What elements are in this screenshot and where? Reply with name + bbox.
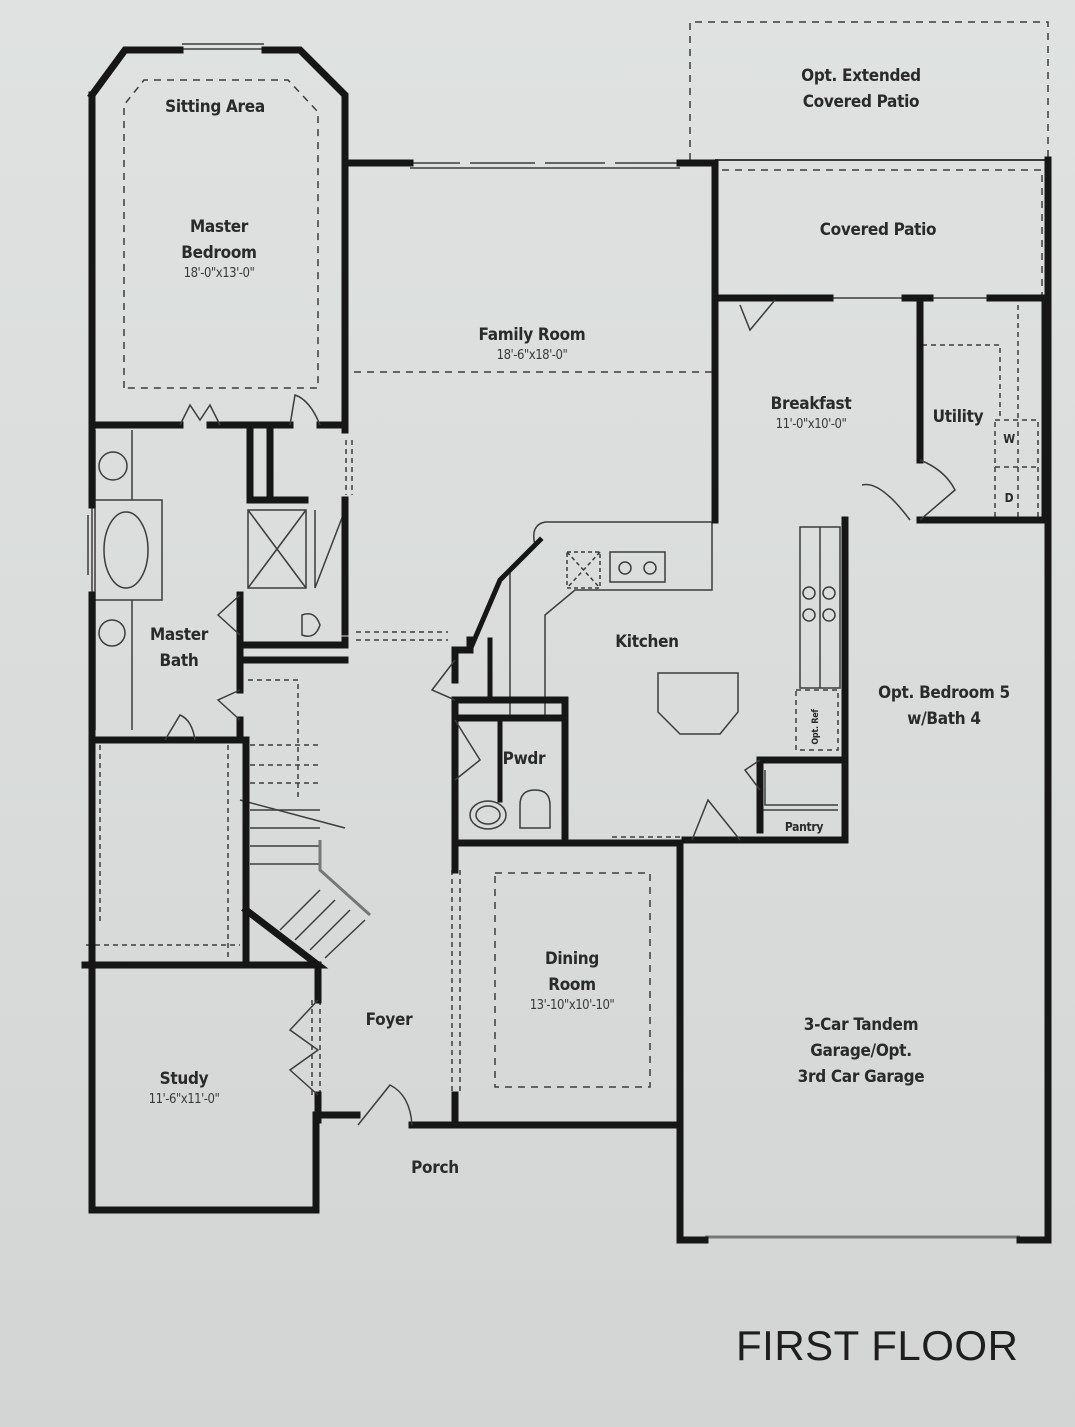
room-name: Room [548, 975, 596, 995]
opt-extended-patio-outline [689, 21, 1049, 160]
room-name: Foyer [365, 1010, 413, 1030]
room-name: Garage/Opt. [810, 1041, 912, 1061]
room-label-opt-extended-patio: Opt. Extended Covered Patio [801, 63, 921, 115]
room-label-garage: 3-Car Tandem Garage/Opt. 3rd Car Garage [798, 1012, 925, 1090]
room-name: 3-Car Tandem [803, 1015, 919, 1035]
room-label-breakfast: Breakfast 11'-0"x10'-0" [771, 391, 852, 432]
room-name: Family Room [478, 325, 586, 345]
room-name: Bath [159, 651, 199, 671]
room-name: w/Bath 4 [907, 709, 981, 729]
dryer-text: D [1004, 491, 1014, 505]
room-name: Bedroom [181, 243, 257, 263]
dryer-label: D [1005, 491, 1014, 505]
room-name: Kitchen [615, 632, 679, 652]
room-label-porch: Porch [411, 1155, 459, 1181]
room-label-study: Study 11'-6"x11'-0" [149, 1066, 220, 1107]
room-name: Covered Patio [802, 92, 920, 112]
room-label-master-bath: Master Bath [150, 622, 208, 674]
room-name: Sitting Area [165, 97, 265, 117]
room-name: Utility [932, 407, 984, 427]
room-dimensions: 11'-6"x11'-0" [148, 1092, 220, 1107]
room-name: Breakfast [770, 394, 852, 414]
room-dimensions: 18'-6"x18'-0" [496, 348, 568, 363]
pantry-label: Pantry [784, 820, 824, 834]
room-label-covered-patio: Covered Patio [820, 217, 937, 243]
room-dimensions: 18'-0"x13'-0" [183, 266, 255, 281]
room-name: Opt. Extended [801, 66, 921, 86]
room-label-master-bedroom: Master Bedroom 18'-0"x13'-0" [181, 214, 257, 281]
room-name: Master [189, 217, 249, 237]
room-label-sitting-area: Sitting Area [165, 94, 265, 120]
opt-ref-label: Opt. Ref [803, 709, 829, 744]
room-label-powder: Pwdr [503, 746, 546, 772]
room-name: Covered Patio [819, 220, 937, 240]
room-label-family-room: Family Room 18'-6"x18'-0" [479, 322, 586, 363]
room-name: 3rd Car Garage [797, 1067, 925, 1087]
room-name: Opt. Bedroom 5 [878, 683, 1010, 703]
room-name: Dining [544, 949, 600, 969]
washer-label: W [1003, 432, 1015, 446]
room-label-kitchen: Kitchen [615, 629, 679, 655]
room-name: Study [159, 1069, 209, 1089]
room-label-foyer: Foyer [366, 1007, 413, 1033]
room-label-utility: Utility [933, 404, 984, 430]
room-name: Pwdr [502, 749, 546, 769]
washer-text: W [1003, 432, 1015, 446]
room-name: Porch [411, 1158, 459, 1178]
pantry-text: Pantry [784, 820, 824, 834]
room-name: Master [149, 625, 209, 645]
room-label-dining-room: Dining Room 13'-10"x10'-10" [530, 946, 615, 1013]
room-dimensions: 13'-10"x10'-10" [529, 998, 615, 1013]
room-dimensions: 11'-0"x10'-0" [775, 417, 847, 432]
opt-ref-text: Opt. Ref [811, 709, 821, 745]
floor-title: FIRST FLOOR [736, 1322, 1019, 1369]
room-label-opt-bedroom-5: Opt. Bedroom 5 w/Bath 4 [878, 680, 1010, 732]
